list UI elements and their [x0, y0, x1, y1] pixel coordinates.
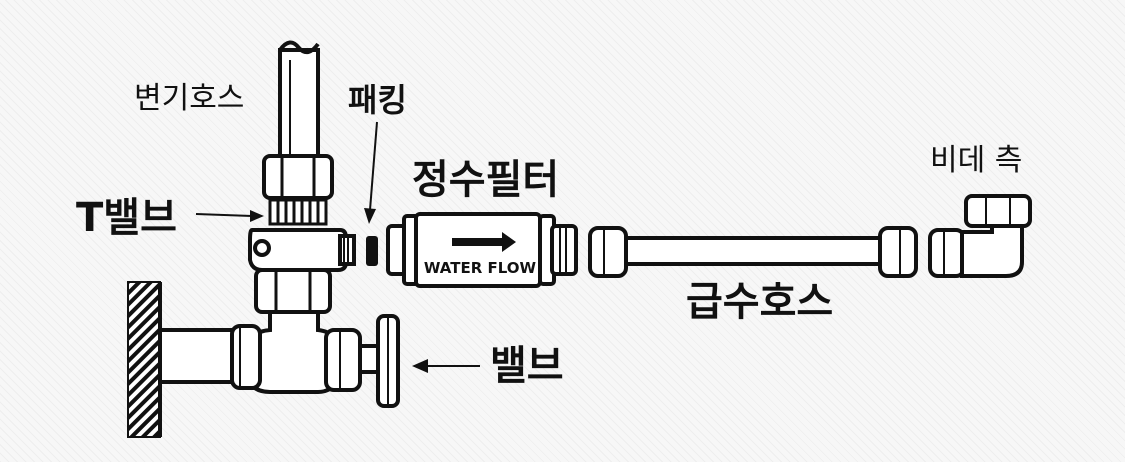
wall [127, 281, 162, 438]
filter-flow-text: WATER FLOW [424, 259, 537, 277]
label-packing: 패킹 [348, 81, 407, 119]
label-supply-hose: 급수호스 [686, 279, 834, 325]
packing-arrow [364, 121, 378, 224]
valve-arrow [412, 359, 480, 373]
packing-gasket [366, 236, 378, 266]
bidet-elbow [928, 194, 1032, 278]
lower-valve-body [158, 310, 400, 408]
label-valve: 밸브 [490, 343, 564, 389]
middle-nut [254, 268, 332, 314]
label-bidet-side: 비데 측 [930, 143, 1023, 178]
thread-section [268, 198, 328, 226]
toilet-hose [278, 40, 320, 162]
label-water-filter: 정수필터 [412, 157, 560, 203]
label-t-valve: T밸브 [76, 195, 177, 241]
flow-arrow-icon [452, 232, 516, 252]
t-valve-arrow [195, 210, 264, 222]
t-valve-body [248, 228, 356, 272]
water-filter [386, 212, 578, 288]
supply-hose [588, 226, 918, 278]
label-toilet-hose: 변기호스 [134, 81, 245, 116]
upper-nut [262, 154, 334, 200]
